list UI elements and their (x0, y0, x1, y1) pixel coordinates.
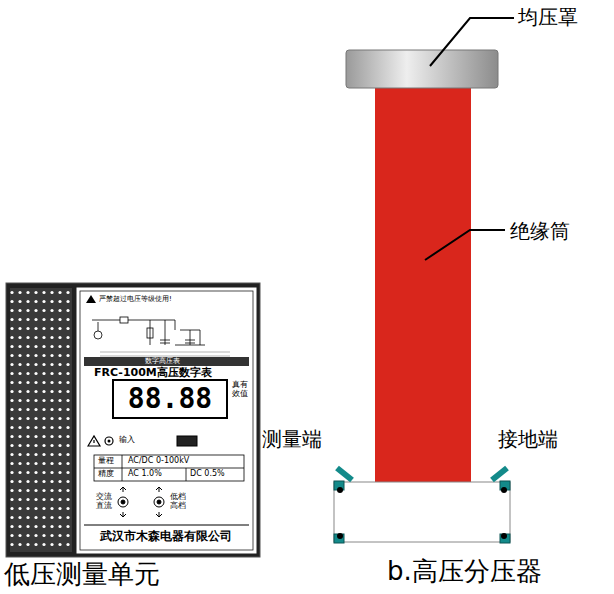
maker-name: 武汉市木森电器有限公司 (100, 530, 232, 543)
terminal-name: 测量端 (262, 428, 322, 450)
part-name: 均压罩 (518, 6, 578, 28)
input-label: 输入 (119, 436, 135, 445)
band-title: 数字高压表 (145, 358, 180, 366)
rms-note: 真有效值 (232, 381, 250, 399)
display-digits: 88.88 (128, 384, 212, 415)
model-name: FRC-100M高压数字表 (94, 367, 212, 379)
terminal-name: 接地端 (498, 428, 558, 450)
display-box: 88.88 (112, 379, 228, 419)
divider-unit: b.高压分压器 (330, 40, 614, 594)
table-cell: 量程 (98, 457, 114, 466)
table-cell: 精度 (98, 470, 114, 479)
table-cell: AC/DC 0-100kV (128, 457, 189, 466)
switch-label: 低档 高档 (170, 493, 188, 511)
switch-label: 交流 直流 (96, 493, 114, 511)
voltage-divider (334, 18, 514, 543)
caption: 低压测量单元 (4, 560, 160, 589)
instrument-panel (6, 283, 260, 557)
table-cell: AC 1.0% (128, 470, 162, 479)
warning-text: 严禁超过电压等级使用! (99, 296, 172, 304)
caption: b.高压分压器 (387, 557, 542, 586)
table-cell: DC 0.5% (190, 470, 225, 479)
measuring-unit: 低压测量单元 88.88 (0, 283, 270, 594)
part-name: 绝缘筒 (510, 220, 570, 242)
